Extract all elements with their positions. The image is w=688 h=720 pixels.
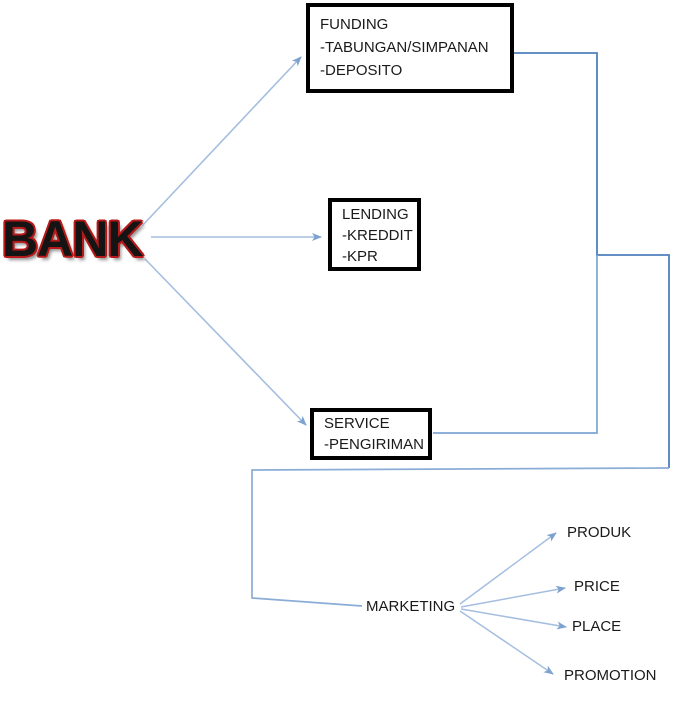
connector-feeder-to-marketing: [251, 467, 670, 607]
connector-marketing-to-produk: [459, 532, 557, 605]
connector-funding-right-rail: [514, 52, 670, 468]
connector-service-right-rail: [433, 255, 598, 434]
marketing-child-price: PRICE: [574, 578, 620, 595]
marketing-label: MARKETING: [366, 598, 456, 615]
connector-marketing-to-promotion: [459, 610, 554, 675]
lending-item: -KPR: [342, 248, 378, 265]
marketing-child-produk: PRODUK: [567, 524, 632, 541]
connector-marketing-to-place: [460, 608, 567, 630]
lending-item: -KREDDIT: [342, 227, 413, 244]
lending-title: LENDING: [342, 206, 409, 223]
marketing-child-place: PLACE: [572, 618, 622, 635]
funding-item: -TABUNGAN/SIMPANAN: [320, 39, 489, 56]
service-title: SERVICE: [324, 415, 390, 432]
funding-title: FUNDING: [320, 16, 389, 33]
lending-box: LENDING -KREDDIT -KPR: [328, 198, 421, 271]
connector-marketing-to-price: [460, 585, 566, 608]
service-item: -PENGIRIMAN: [324, 436, 425, 453]
connector-bank-to-service: [144, 258, 307, 426]
bank-root-label: BANK: [2, 211, 143, 267]
funding-item: -DEPOSITO: [320, 62, 403, 79]
connector-bank-to-funding: [141, 56, 302, 227]
funding-box: FUNDING -TABUNGAN/SIMPANAN -DEPOSITO: [306, 3, 514, 93]
marketing-child-promotion: PROMOTION: [564, 667, 657, 684]
service-box: SERVICE -PENGIRIMAN: [310, 408, 432, 460]
